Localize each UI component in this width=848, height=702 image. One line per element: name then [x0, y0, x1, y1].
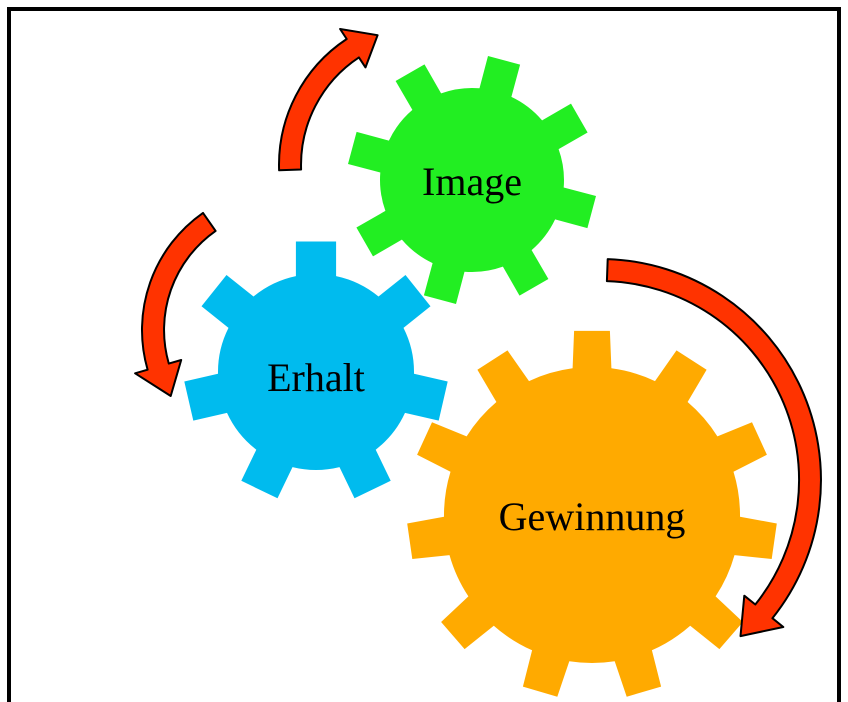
cycle-arrow-image-to-gewinnung	[605, 258, 822, 638]
gear-gewinnung-label: Gewinnung	[499, 494, 686, 539]
gear-gewinnung	[407, 330, 777, 697]
gear-image	[348, 56, 596, 304]
cycle-arrow-erhalt-to-image	[278, 28, 379, 172]
gear-erhalt	[184, 241, 448, 499]
cycle-arrow-to-erhalt	[134, 211, 217, 397]
gear-erhalt-label: Erhalt	[267, 355, 365, 400]
diagram-frame	[7, 7, 841, 702]
gear-image-label: Image	[422, 159, 522, 204]
